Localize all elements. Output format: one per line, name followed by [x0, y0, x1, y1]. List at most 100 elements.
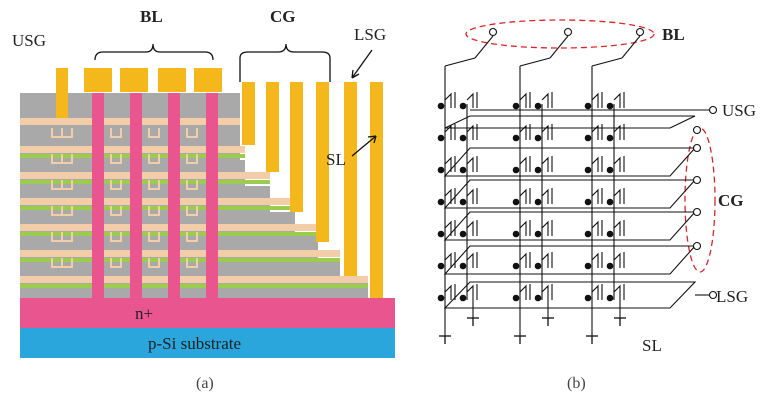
- caption-b: (b): [567, 375, 586, 392]
- u-marker: [61, 128, 73, 138]
- junction-dot: [437, 262, 445, 270]
- junction-dot: [534, 198, 542, 206]
- transistor-symbol: [541, 156, 553, 172]
- transistor-symbol: [519, 252, 531, 268]
- vertical-channels: [51, 93, 218, 298]
- lsg-terminal: [708, 290, 718, 300]
- cross-section-panel: USG BL CG LSG SL n+ p-Si substrate (a): [12, 7, 395, 392]
- green-layer: [20, 180, 270, 184]
- u-marker: [186, 206, 198, 216]
- usg-terminal: [708, 105, 718, 115]
- junction-dot: [512, 230, 520, 238]
- nand-strings: [437, 27, 645, 344]
- junction-dot: [437, 198, 445, 206]
- junction-dot: [606, 134, 614, 142]
- transistor-symbol: [541, 92, 553, 108]
- junction-dot: [459, 198, 467, 206]
- sl-label-b: SL: [642, 336, 662, 355]
- bl-diagonal: [474, 35, 494, 59]
- transistor-symbol: [519, 156, 531, 172]
- junction-dot: [534, 294, 542, 302]
- staircase-contact: [370, 82, 383, 298]
- u-marker: [61, 232, 73, 242]
- u-marker: [186, 128, 198, 138]
- u-marker: [110, 154, 122, 164]
- bl-terminal: [488, 27, 498, 37]
- usg-plate: [444, 115, 696, 129]
- junction-dot: [437, 294, 445, 302]
- bl-link: [591, 57, 623, 67]
- bl-link: [519, 57, 551, 67]
- transistor-symbol: [591, 156, 603, 172]
- lsg-plate: [443, 281, 697, 309]
- junction-dot: [459, 262, 467, 270]
- u-marker: [186, 180, 198, 190]
- junction-dot: [512, 166, 520, 174]
- transistor-symbol: [613, 92, 625, 108]
- word-line-plate: [443, 211, 697, 241]
- transistor-symbol: [466, 252, 478, 268]
- lsg-label: LSG: [354, 25, 386, 44]
- cg-label: CG: [270, 7, 296, 26]
- transistor-symbol: [444, 220, 456, 236]
- junction-dot: [584, 230, 592, 238]
- usg-terminal-2: [692, 125, 702, 135]
- junction-dot: [606, 166, 614, 174]
- u-marker: [186, 154, 198, 164]
- n-plus-layer: [20, 298, 395, 328]
- junction-dot: [584, 198, 592, 206]
- junction-dot: [584, 134, 592, 142]
- bl-label: BL: [140, 7, 163, 26]
- lsg-arrow: [351, 49, 373, 79]
- junction-dot: [459, 294, 467, 302]
- plate-terminal: [692, 207, 702, 217]
- bl-diagonal: [549, 35, 569, 59]
- junction-dot: [512, 102, 520, 110]
- transistor-symbol: [613, 252, 625, 268]
- junction-dot: [606, 230, 614, 238]
- u-marker: [61, 258, 73, 268]
- transistor-symbol: [519, 220, 531, 236]
- circuit-panel: BL USG CG LSG SL (b): [437, 19, 756, 392]
- n-plus-label: n+: [135, 304, 153, 323]
- usg-label-b: USG: [722, 101, 756, 120]
- word-line-plate: [443, 245, 697, 275]
- transistor-symbol: [466, 124, 478, 140]
- junction-dot: [512, 294, 520, 302]
- transistor-symbol: [519, 92, 531, 108]
- transistor-symbol: [444, 156, 456, 172]
- sl-label: SL: [326, 150, 346, 169]
- bl-terminal: [563, 27, 573, 37]
- u-marker: [110, 128, 122, 138]
- junction-dot: [437, 102, 445, 110]
- transistor-symbol: [613, 188, 625, 204]
- staircase-contact: [242, 82, 255, 145]
- bl-link: [444, 57, 476, 67]
- transistor-symbol: [591, 220, 603, 236]
- transistor-symbol: [541, 124, 553, 140]
- cg-label-b: CG: [718, 191, 744, 210]
- junction-dot: [459, 166, 467, 174]
- transistor-symbol: [591, 92, 603, 108]
- junction-dot: [437, 230, 445, 238]
- peach-layer: [20, 276, 368, 283]
- transistor-symbol: [613, 220, 625, 236]
- transistor-symbol: [444, 124, 456, 140]
- bl-pad: [194, 68, 222, 92]
- plate-terminal: [692, 175, 702, 185]
- transistor-symbol: [591, 284, 603, 300]
- substrate-label: p-Si substrate: [148, 334, 241, 353]
- plate-terminal: [692, 143, 702, 153]
- u-marker: [110, 180, 122, 190]
- junction-dot: [606, 102, 614, 110]
- usg-contact: [56, 68, 68, 118]
- usg-label: USG: [12, 31, 46, 50]
- u-marker: [110, 258, 122, 268]
- plate-terminal: [692, 241, 702, 251]
- bl-label-b: BL: [662, 25, 685, 44]
- green-layer: [20, 284, 368, 288]
- junction-dot: [437, 166, 445, 174]
- transistor-symbol: [591, 188, 603, 204]
- junction-dot: [606, 198, 614, 206]
- staircase-contact: [266, 82, 279, 172]
